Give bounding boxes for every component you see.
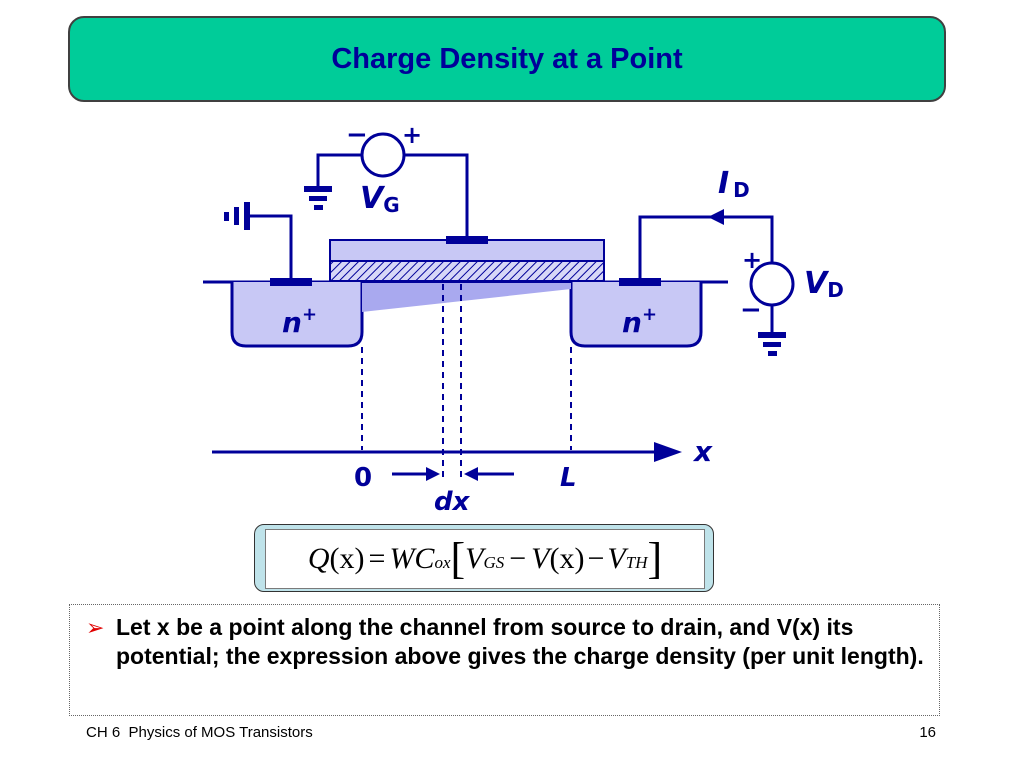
- bullet-text: Let x be a point along the channel from …: [116, 614, 924, 669]
- source-wire: [248, 214, 293, 280]
- vd-ground-icon: [758, 332, 786, 356]
- vd-label: VD: [804, 266, 844, 302]
- eq-wc: WC: [389, 542, 435, 575]
- vd-minus-label: −: [740, 295, 762, 325]
- dx-arrow-left-icon: [426, 467, 440, 481]
- eq-minus-2: −: [587, 542, 605, 575]
- drain-n-label: n+: [622, 304, 657, 339]
- source-diffusion: [230, 282, 364, 348]
- id-arrow-icon: [708, 209, 724, 225]
- gate-oxide: [329, 260, 605, 282]
- eq-lhs-arg: (x): [329, 542, 365, 575]
- dx-label: dx: [434, 487, 471, 517]
- x-axis-arrow-icon: [654, 442, 682, 462]
- source-contact: [270, 278, 312, 286]
- drain-wire: [638, 215, 774, 280]
- eq-wc-sub: ox: [434, 553, 451, 572]
- source-ground-icon: [224, 202, 250, 230]
- vg-label: VG: [360, 181, 400, 217]
- eq-vx: V: [531, 542, 550, 575]
- eq-lhs: Q: [307, 542, 330, 575]
- eq-vth-sub: TH: [625, 553, 648, 572]
- eq-vth: V: [607, 542, 626, 575]
- eq-vgs-sub: GS: [483, 553, 505, 572]
- drain-diffusion: [569, 282, 703, 348]
- eq-vgs: V: [465, 542, 484, 575]
- origin-label: 0: [354, 463, 372, 493]
- eq-close-bracket: ]: [647, 534, 663, 583]
- gate-wire: [404, 153, 469, 238]
- title-box: Charge Density at a Point: [68, 16, 946, 102]
- vg-minus-label: −: [346, 120, 368, 150]
- vg-source-icon: [360, 132, 406, 178]
- inversion-channel: [362, 283, 571, 312]
- eq-vx-arg: (x): [549, 542, 585, 575]
- x-axis-label: x: [692, 435, 713, 468]
- dx-arrow-right-icon: [464, 467, 478, 481]
- eq-minus-1: −: [509, 542, 527, 575]
- footer-page-number: 16: [919, 724, 936, 741]
- vg-ground-icon: [304, 186, 332, 210]
- bullet-arrow-icon: ➢: [86, 615, 105, 640]
- eq-equals: =: [368, 542, 386, 575]
- length-label: L: [560, 463, 577, 493]
- footer-chapter: CH 6 Physics of MOS Transistors: [86, 724, 313, 741]
- vg-plus-label: +: [402, 121, 422, 149]
- eq-open-bracket: [: [450, 534, 466, 583]
- vd-plus-label: +: [742, 246, 762, 274]
- drain-contact: [619, 278, 661, 286]
- slide-title: Charge Density at a Point: [331, 42, 683, 75]
- source-n-label: n+: [282, 304, 317, 339]
- gate-contact: [446, 236, 488, 244]
- vg-ground-wire: [316, 153, 362, 186]
- bullet-box: ➢ Let x be a point along the channel fro…: [69, 604, 940, 716]
